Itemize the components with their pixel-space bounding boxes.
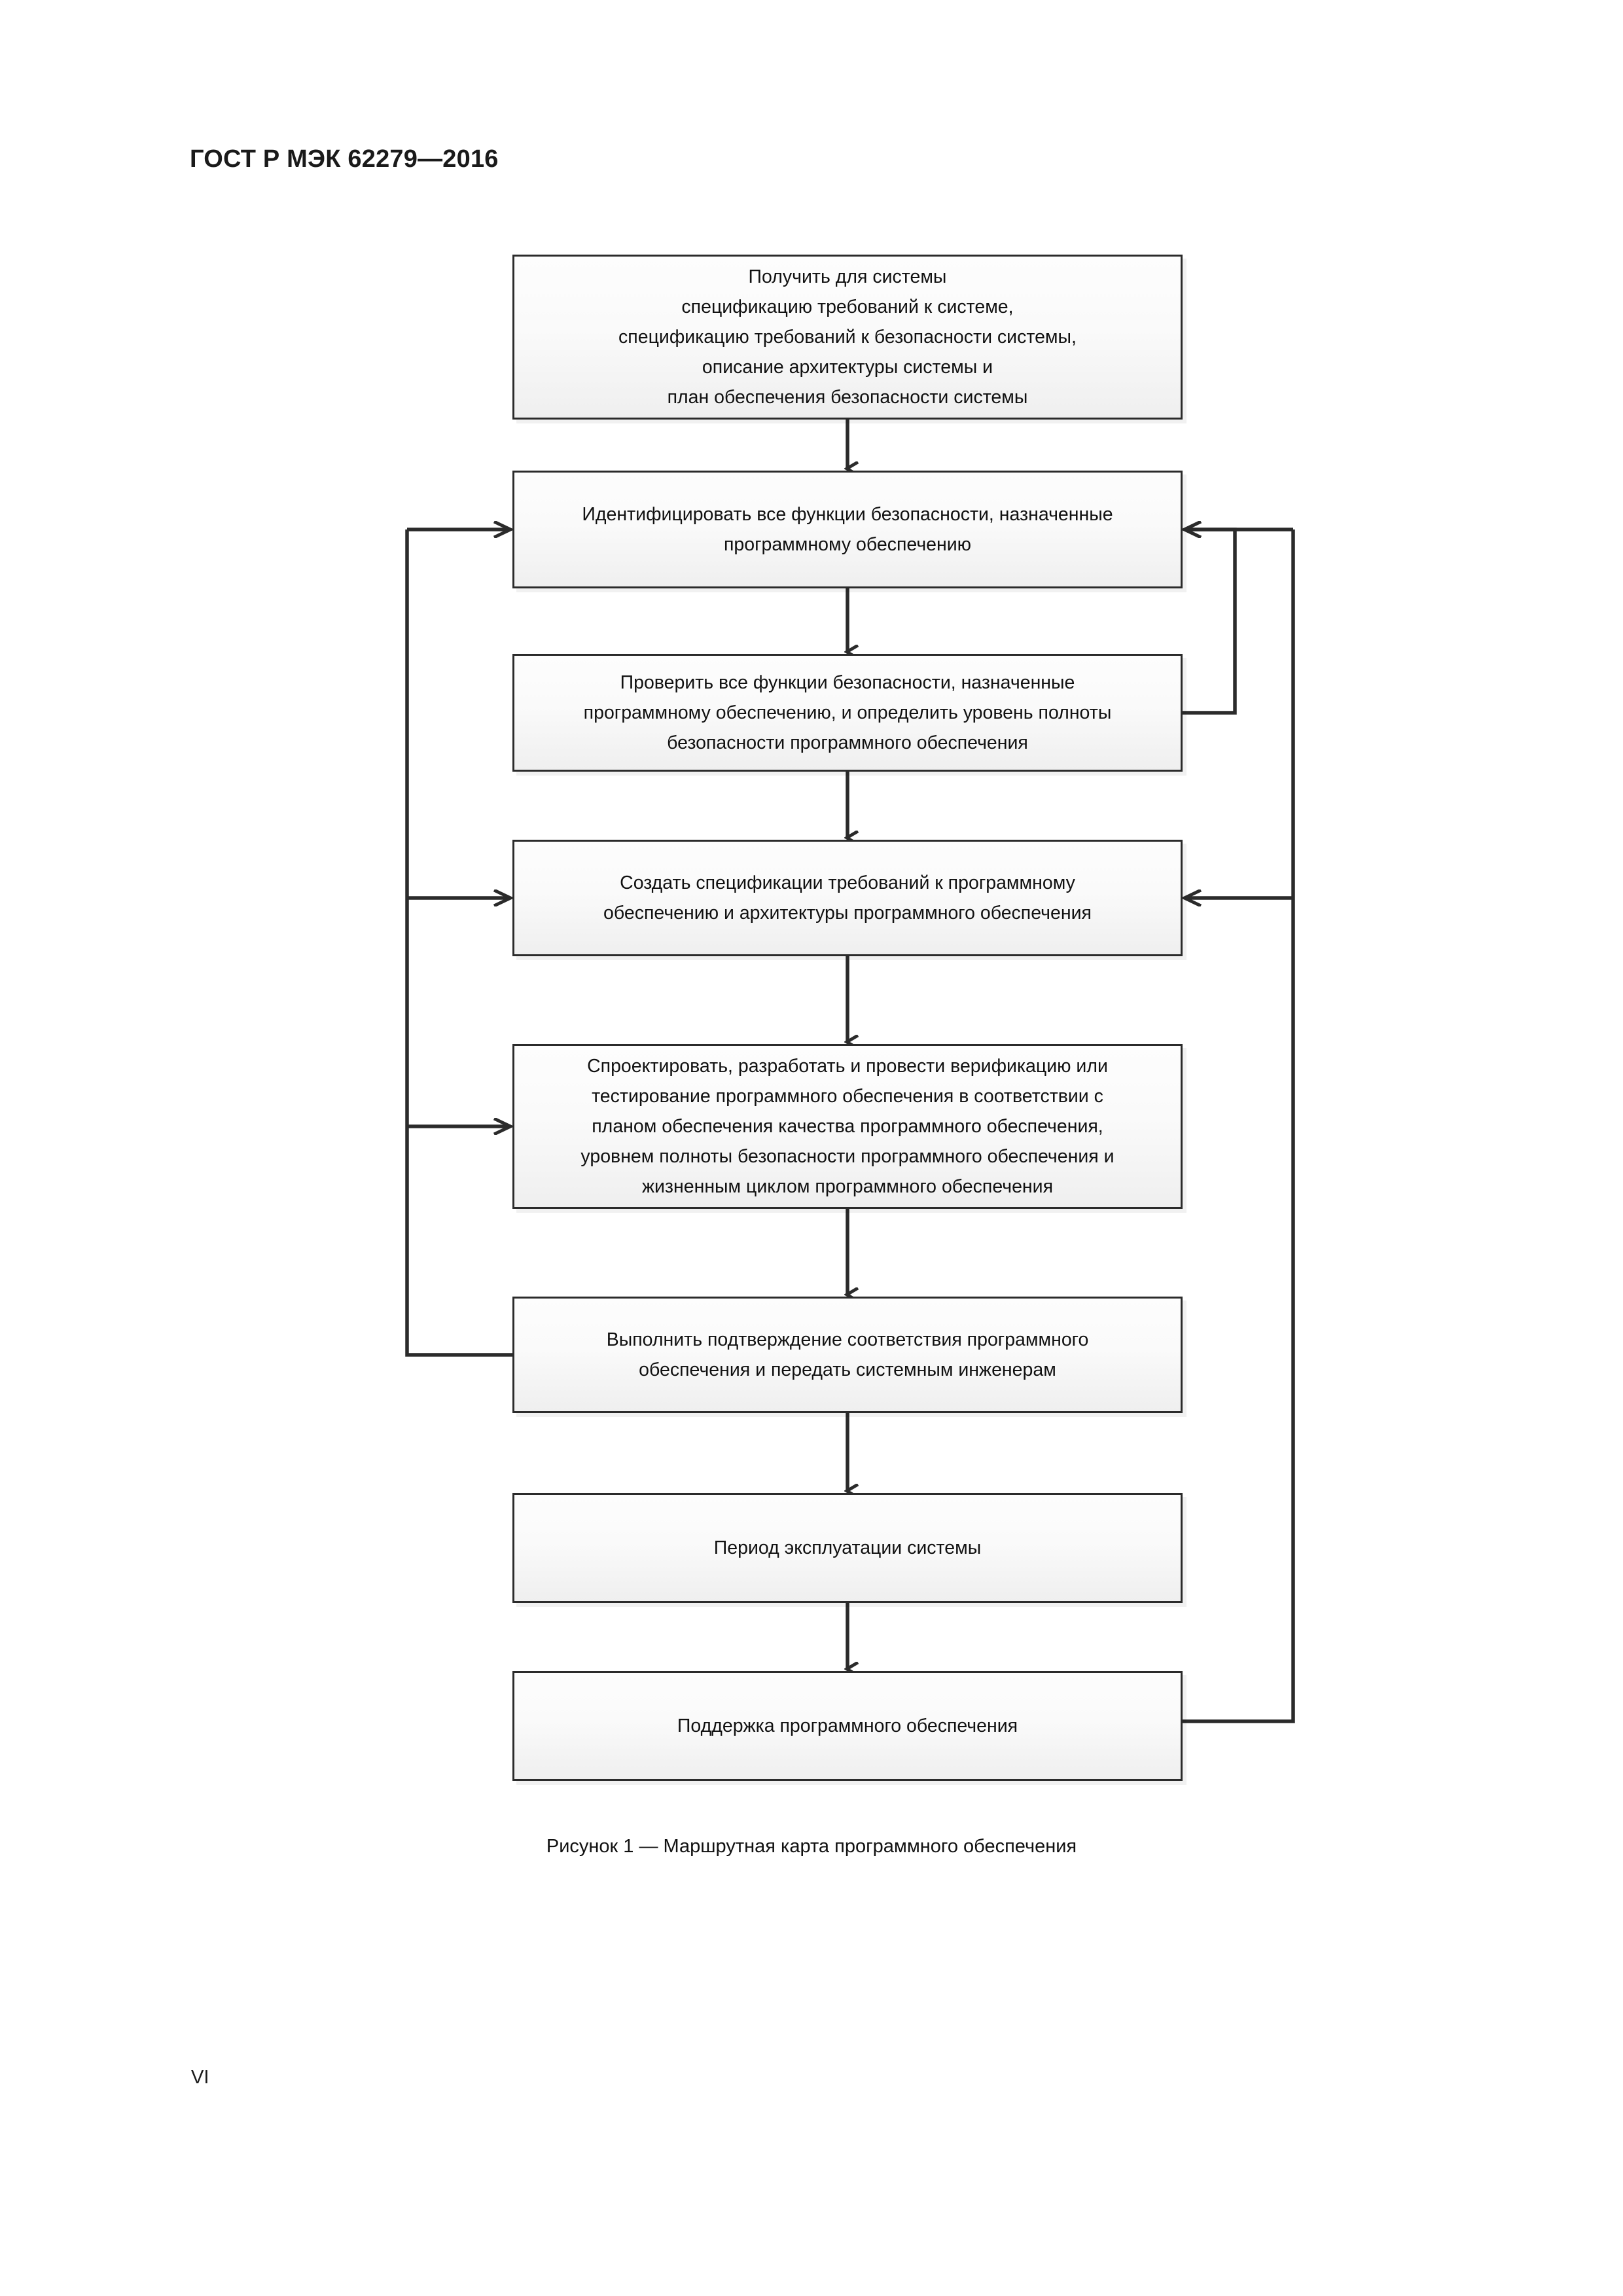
- node-label: Спроектировать, разработать и провести в…: [580, 1056, 1115, 1197]
- flowchart-node-identify-safety-functions[interactable]: Идентифицировать все функции безопасност…: [512, 471, 1183, 588]
- connector-node6-left-trunk: [405, 529, 512, 1357]
- flowchart-node-perform-software-validation-and-handover[interactable]: Выполнить подтверждение соответствия про…: [512, 1297, 1183, 1413]
- node-label: Поддержка программного обеспечения: [677, 1715, 1018, 1736]
- flowchart-node-design-develop-verify-software[interactable]: Спроектировать, разработать и провести в…: [512, 1044, 1183, 1209]
- flowchart-node-software-maintenance[interactable]: Поддержка программного обеспечения: [512, 1671, 1183, 1781]
- document-header: ГОСТ Р МЭК 62279—2016: [190, 145, 499, 173]
- flowchart-node-create-software-requirements-and-architecture[interactable]: Создать спецификации требований к програ…: [512, 840, 1183, 956]
- node-label: Выполнить подтверждение соответствия про…: [606, 1329, 1089, 1380]
- flowchart-node-obtain-system-specifications[interactable]: Получить для системы спецификацию требов…: [512, 255, 1183, 420]
- page-number: VI: [191, 2067, 209, 2088]
- node-label: Идентифицировать все функции безопасност…: [582, 504, 1113, 555]
- node-label: Проверить все функции безопасности, назн…: [583, 672, 1112, 753]
- node-label: Создать спецификации требований к програ…: [603, 872, 1092, 924]
- figure-caption: Рисунок 1 — Маршрутная карта программног…: [546, 1836, 1077, 1857]
- node-label: Период эксплуатации системы: [713, 1537, 982, 1558]
- flowchart-node-verify-safety-functions-and-sil[interactable]: Проверить все функции безопасности, назн…: [512, 654, 1183, 772]
- flowchart-node-system-operation-period[interactable]: Период эксплуатации системы: [512, 1493, 1183, 1603]
- connector-node8-right-trunk: [1183, 529, 1295, 1723]
- node-label: Получить для системы спецификацию требов…: [618, 266, 1077, 408]
- connector-node3-node2-feedback: [1183, 529, 1237, 715]
